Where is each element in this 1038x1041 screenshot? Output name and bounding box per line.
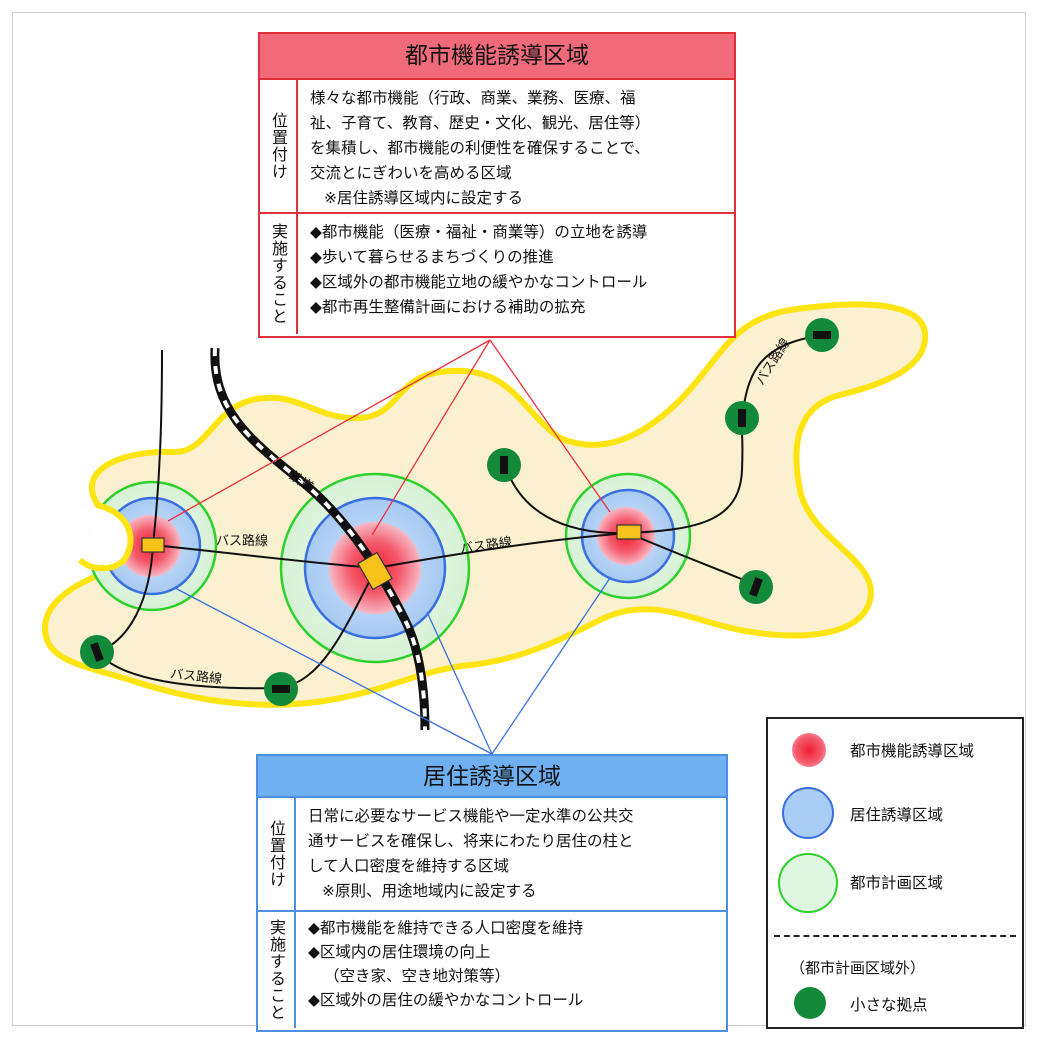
urban-function-zone-box: 都市機能誘導区域 位置付け 様々な都市機能（行政、商業、業務、医療、福 祉、子育… (258, 32, 736, 338)
legend-outside-note: （都市計画区域外） (790, 959, 926, 977)
left-bay (77, 502, 134, 572)
residential-actions-label: 実施すること (267, 919, 286, 1021)
residential-action-item: ◆区域内の居住環境の向上 (308, 943, 491, 961)
legend-item-small-hub: 小さな拠点 (768, 981, 1022, 1041)
urban-positioning-line: 交流とにぎわいを高める区域 (310, 164, 512, 182)
urban-action-item: ◆区域外の都市機能立地の緩やかなコントロール (310, 273, 648, 291)
station-left (141, 537, 165, 553)
residential-action-item: （空き家、空き地対策等） (324, 967, 511, 985)
legend-item-residential-zone: 居住誘導区域 (768, 785, 1022, 845)
residential-action-item: ◆都市機能を維持できる人口密度を維持 (308, 919, 584, 937)
residential-actions-side: 実施すること (258, 912, 296, 1028)
residential-positioning-line: して人口密度を維持する区域 (308, 857, 510, 875)
legend-label-urban: 都市機能誘導区域 (850, 742, 975, 760)
urban-actions-side: 実施すること (260, 214, 298, 334)
residential-actions-row: 実施すること ◆都市機能を維持できる人口密度を維持 ◆区域内の居住環境の向上 （… (258, 912, 726, 1028)
residential-positioning-line: 日常に必要なサービス機能や一定水準の公共交 (308, 807, 634, 825)
railway-line (210, 347, 430, 731)
urban-pointer-lines (167, 339, 611, 536)
legend-item-urban-function-zone: 都市機能誘導区域 (768, 719, 1022, 779)
residential-positioning-row: 位置付け 日常に必要なサービス機能や一定水準の公共交 通サービスを確保し、将来に… (258, 798, 726, 912)
urban-positioning-side: 位置付け (260, 80, 298, 212)
residential-positioning-text: 日常に必要なサービス機能や一定水準の公共交 通サービスを確保し、将来にわたり居住… (296, 798, 726, 910)
urban-action-item: ◆都市再生整備計画における補助の拡充 (310, 298, 586, 316)
residential-positioning-side: 位置付け (258, 798, 296, 910)
legend-divider (774, 935, 1016, 937)
urban-action-item: ◆都市機能（医療・福祉・商業等）の立地を誘導 (310, 223, 648, 241)
legend-green-circle-icon (778, 853, 838, 913)
residential-pointer-lines (174, 577, 611, 755)
urban-positioning-row: 位置付け 様々な都市機能（行政、商業、業務、医療、福 祉、子育て、教育、歴史・文… (260, 80, 734, 214)
residential-positioning-label: 位置付け (267, 820, 286, 888)
urban-actions-list: ◆都市機能（医療・福祉・商業等）の立地を誘導 ◆歩いて暮らせるまちづくりの推進 … (298, 214, 734, 334)
bus-route-label-1: バス路線 (216, 533, 268, 549)
residential-positioning-note: ※原則、用途地域内に設定する (322, 882, 537, 900)
station-center (357, 551, 393, 591)
urban-positioning-line: 様々な都市機能（行政、商業、業務、医療、福 (310, 89, 636, 107)
urban-actions-label: 実施すること (269, 223, 288, 325)
legend-item-city-planning-area: 都市計画区域 (768, 853, 1022, 913)
legend-small-hub-icon (794, 987, 826, 1019)
urban-action-item: ◆歩いて暮らせるまちづくりの推進 (310, 248, 554, 266)
urban-positioning-label: 位置付け (269, 112, 288, 180)
residential-actions-list: ◆都市機能を維持できる人口密度を維持 ◆区域内の居住環境の向上 （空き家、空き地… (296, 912, 726, 1028)
legend-blue-circle-icon (782, 787, 834, 839)
legend-label-residential: 居住誘導区域 (850, 806, 944, 824)
legend-label-city-planning: 都市計画区域 (850, 874, 944, 892)
bus-route-label-3: バス路線 (169, 666, 222, 687)
residential-zone-box: 居住誘導区域 位置付け 日常に必要なサービス機能や一定水準の公共交 通サービスを… (256, 754, 728, 1032)
residential-zone-title: 居住誘導区域 (258, 756, 726, 798)
urban-positioning-text: 様々な都市機能（行政、商業、業務、医療、福 祉、子育て、教育、歴史・文化、観光、… (298, 80, 734, 212)
legend-red-circle-icon (792, 733, 826, 767)
urban-positioning-note: ※居住誘導区域内に設定する (324, 189, 523, 207)
residential-action-item: ◆区域外の居住の緩やかなコントロール (308, 991, 584, 1009)
legend-label-small-hub: 小さな拠点 (850, 996, 928, 1014)
legend: 都市機能誘導区域 居住誘導区域 都市計画区域 （都市計画区域外） 小さな拠点 (766, 717, 1024, 1029)
urban-actions-row: 実施すること ◆都市機能（医療・福祉・商業等）の立地を誘導 ◆歩いて暮らせるまち… (260, 214, 734, 334)
small-hubs (80, 318, 839, 706)
urban-positioning-line: 祉、子育て、教育、歴史・文化、観光、居住等） (310, 114, 651, 132)
bus-route-label-2: バス路線 (459, 534, 513, 557)
station-right (616, 524, 642, 540)
residential-positioning-line: 通サービスを確保し、将来にわたり居住の柱と (308, 832, 634, 850)
urban-positioning-line: を集積し、都市機能の利便性を確保することで、 (310, 139, 650, 157)
urban-function-zone-title: 都市機能誘導区域 (260, 34, 734, 80)
city-planning-area-outline (41, 301, 929, 708)
